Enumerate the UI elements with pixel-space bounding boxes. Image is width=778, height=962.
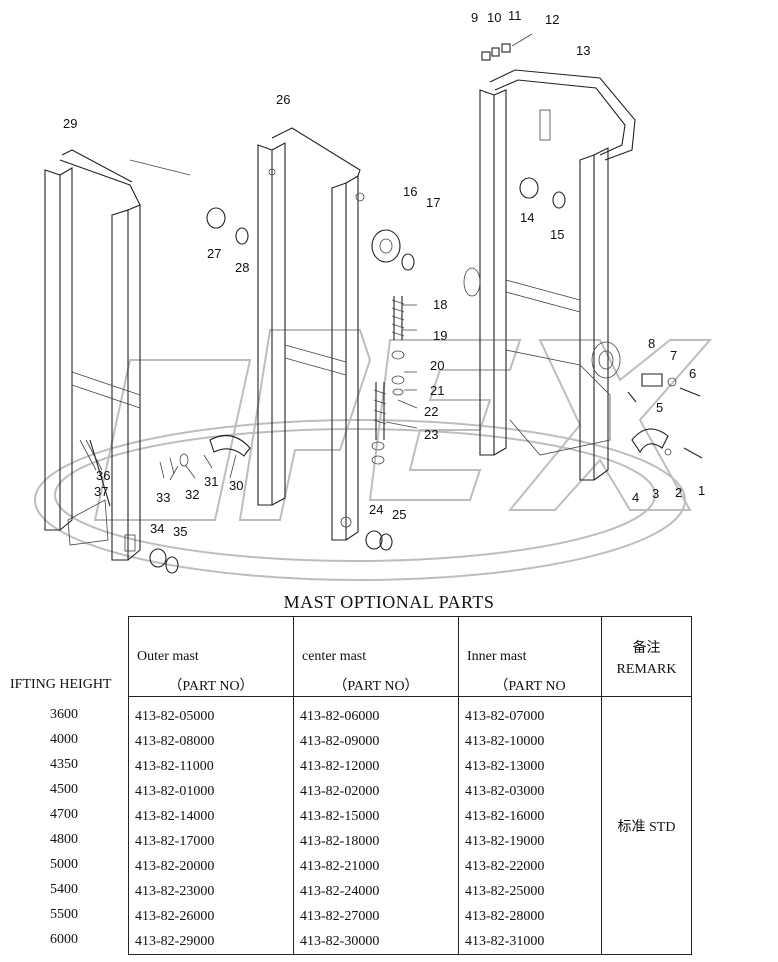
callout-label: 4 [632,490,639,505]
callout-label: 5 [656,400,663,415]
callout-label: 30 [229,478,243,493]
center-part-no-cell: 413-82-24000 [300,884,380,899]
callout-label: 34 [150,521,164,536]
callout-label: 8 [648,336,655,351]
callout-label: 19 [433,328,447,343]
inner-part-no-cell: 413-82-13000 [465,759,545,774]
center-part-no-cell: 413-82-15000 [300,809,380,824]
inner-part-no-cell: 413-82-16000 [465,809,545,824]
lifting-height-cell: 4000 [50,732,78,747]
watermark-logo [34,329,713,581]
outer-part-no-cell: 413-82-26000 [135,909,215,924]
callout-label: 2 [675,485,682,500]
callout-label: 33 [156,490,170,505]
small-parts-drawing [89,33,703,574]
header-inner-mast: Inner mast （PART NO [458,616,602,697]
callout-label: 21 [430,383,444,398]
header-center-mast: center mast （PART NO） [293,616,459,697]
lifting-height-cell: 5500 [50,907,78,922]
leader-lines [169,304,418,481]
inner-part-no-cell: 413-82-22000 [465,859,545,874]
callout-label: 35 [173,524,187,539]
center-part-no-cell: 413-82-02000 [300,784,380,799]
lifting-height-cell: 4800 [50,832,78,847]
inner-part-no-cell: 413-82-19000 [465,834,545,849]
callout-label: 9 [471,10,478,25]
center-part-no-cell: 413-82-06000 [300,709,380,724]
callout-label: 12 [545,12,559,27]
center-part-no-cell: 413-82-30000 [300,934,380,949]
outer-mast-drawing [44,149,141,561]
center-part-no-cell: 413-82-09000 [300,734,380,749]
header-remark: 备注 REMARK [601,616,692,697]
header-outer-mast: Outer mast （PART NO） [128,616,294,697]
lifting-height-cell: 4700 [50,807,78,822]
callout-label: 16 [403,184,417,199]
lifting-height-cell: 3600 [50,707,78,722]
callout-label: 23 [424,427,438,442]
callout-label: 37 [94,484,108,499]
callout-label: 31 [204,474,218,489]
outer-part-no-cell: 413-82-20000 [135,859,215,874]
outer-part-no-cell: 413-82-14000 [135,809,215,824]
center-part-no-cell: 413-82-12000 [300,759,380,774]
inner-part-no-cell: 413-82-07000 [465,709,545,724]
callout-label: 1 [698,483,705,498]
outer-part-numbers: 413-82-05000 413-82-08000 413-82-11000 413-… [128,696,294,955]
callout-label: 22 [424,404,438,419]
callout-label: 29 [63,116,77,131]
center-part-no-cell: 413-82-27000 [300,909,380,924]
center-part-no-cell: 413-82-18000 [300,834,380,849]
inner-part-no-cell: 413-82-25000 [465,884,545,899]
callout-label: 36 [96,468,110,483]
outer-part-no-cell: 413-82-08000 [135,734,215,749]
callout-label: 28 [235,260,249,275]
callout-label: 15 [550,227,564,242]
lifting-height-values: 3600 4000 4350 4500 4700 4800 5000 5400 5500 6000 [0,702,128,952]
inner-part-no-cell: 413-82-03000 [465,784,545,799]
header-lifting-height: IFTING HEIGHT [10,676,112,692]
callout-label: 13 [576,43,590,58]
table-body-row: 413-82-05000 413-82-08000 413-82-11000 413-… [128,696,692,955]
callout-label: 25 [392,507,406,522]
callout-label: 26 [276,92,290,107]
callout-label: 7 [670,348,677,363]
page-title: MAST OPTIONAL PARTS [283,592,495,612]
lifting-height-cell: 5000 [50,857,78,872]
lifting-height-cell: 6000 [50,932,78,947]
lifting-height-cell: 4500 [50,782,78,797]
parts-table: IFTING HEIGHT Outer mast （PART NO） cente… [10,616,692,955]
callout-label: 32 [185,487,199,502]
callout-label: 18 [433,297,447,312]
outer-part-no-cell: 413-82-11000 [135,759,214,774]
callout-label: 3 [652,486,659,501]
callout-label: 27 [207,246,221,261]
center-part-numbers: 413-82-06000 413-82-09000 413-82-12000 413-… [293,696,459,955]
outer-part-no-cell: 413-82-01000 [135,784,215,799]
inner-part-no-cell: 413-82-28000 [465,909,545,924]
exploded-parts-drawing: 1 2 3 4 5 6 7 8 9 10 11 12 13 14 15 16 1… [34,8,713,581]
callout-label: 20 [430,358,444,373]
callout-label: 11 [508,8,522,23]
callout-label: 10 [487,10,501,25]
callout-label: 6 [689,366,696,381]
outer-part-no-cell: 413-82-23000 [135,884,215,899]
inner-part-numbers: 413-82-07000 413-82-10000 413-82-13000 413-… [458,696,602,955]
outer-part-no-cell: 413-82-05000 [135,709,215,724]
center-part-no-cell: 413-82-21000 [300,859,380,874]
lifting-height-cell: 5400 [50,882,78,897]
callout-label: 24 [369,502,383,517]
outer-part-no-cell: 413-82-29000 [135,934,215,949]
table-header-row: IFTING HEIGHT Outer mast （PART NO） cente… [10,616,692,697]
inner-mast-drawing [463,69,636,481]
inner-part-no-cell: 413-82-10000 [465,734,545,749]
callout-label: 14 [520,210,534,225]
callout-labels: 1 2 3 4 5 6 7 8 9 10 11 12 13 14 15 16 1… [63,8,705,539]
inner-part-no-cell: 413-82-31000 [465,934,545,949]
callout-label: 17 [426,195,440,210]
lifting-height-cell: 4350 [50,757,78,772]
outer-part-no-cell: 413-82-17000 [135,834,215,849]
center-mast-drawing [257,127,365,541]
remark-value: 标准 STD [601,696,692,955]
